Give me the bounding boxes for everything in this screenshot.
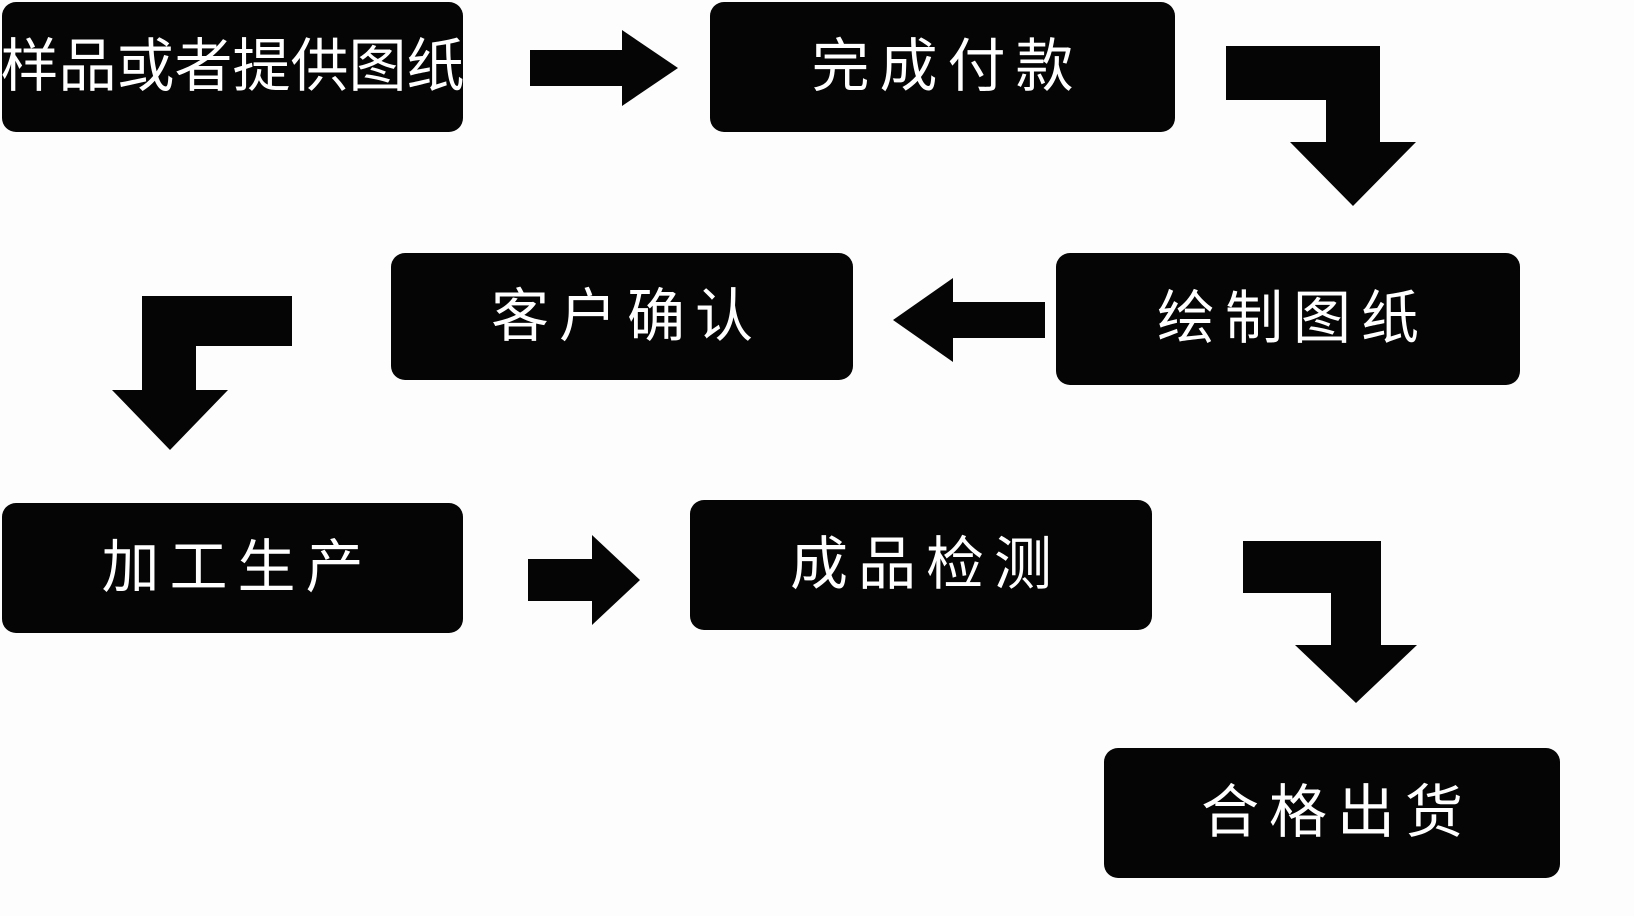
node-payment[interactable]: 完成付款 (710, 2, 1175, 132)
node-inspection[interactable]: 成品检测 (690, 500, 1152, 630)
node-confirm-label: 客户确认 (490, 283, 763, 349)
arrow-right-icon (528, 535, 640, 625)
node-confirm[interactable]: 客户确认 (391, 253, 853, 380)
arrow-elbow-down-left-icon (112, 288, 292, 450)
node-production[interactable]: 加工生产 (2, 503, 463, 633)
node-inspection-label: 成品检测 (789, 532, 1062, 598)
node-shipment-label: 合格出货 (1200, 780, 1473, 846)
arrow-left-icon (893, 278, 1045, 362)
arrow-elbow-down-right-icon (1226, 38, 1436, 206)
node-sample[interactable]: 样品或者提供图纸 (2, 2, 463, 132)
node-drawing-label: 绘制图纸 (1156, 286, 1429, 352)
arrow-right-icon (530, 30, 678, 106)
node-drawing[interactable]: 绘制图纸 (1056, 253, 1520, 385)
node-production-label: 加工生产 (101, 535, 374, 601)
node-payment-label: 完成付款 (811, 34, 1084, 100)
node-shipment[interactable]: 合格出货 (1104, 748, 1560, 878)
node-sample-label: 样品或者提供图纸 (2, 34, 463, 100)
arrow-elbow-down-right-icon (1243, 533, 1433, 703)
